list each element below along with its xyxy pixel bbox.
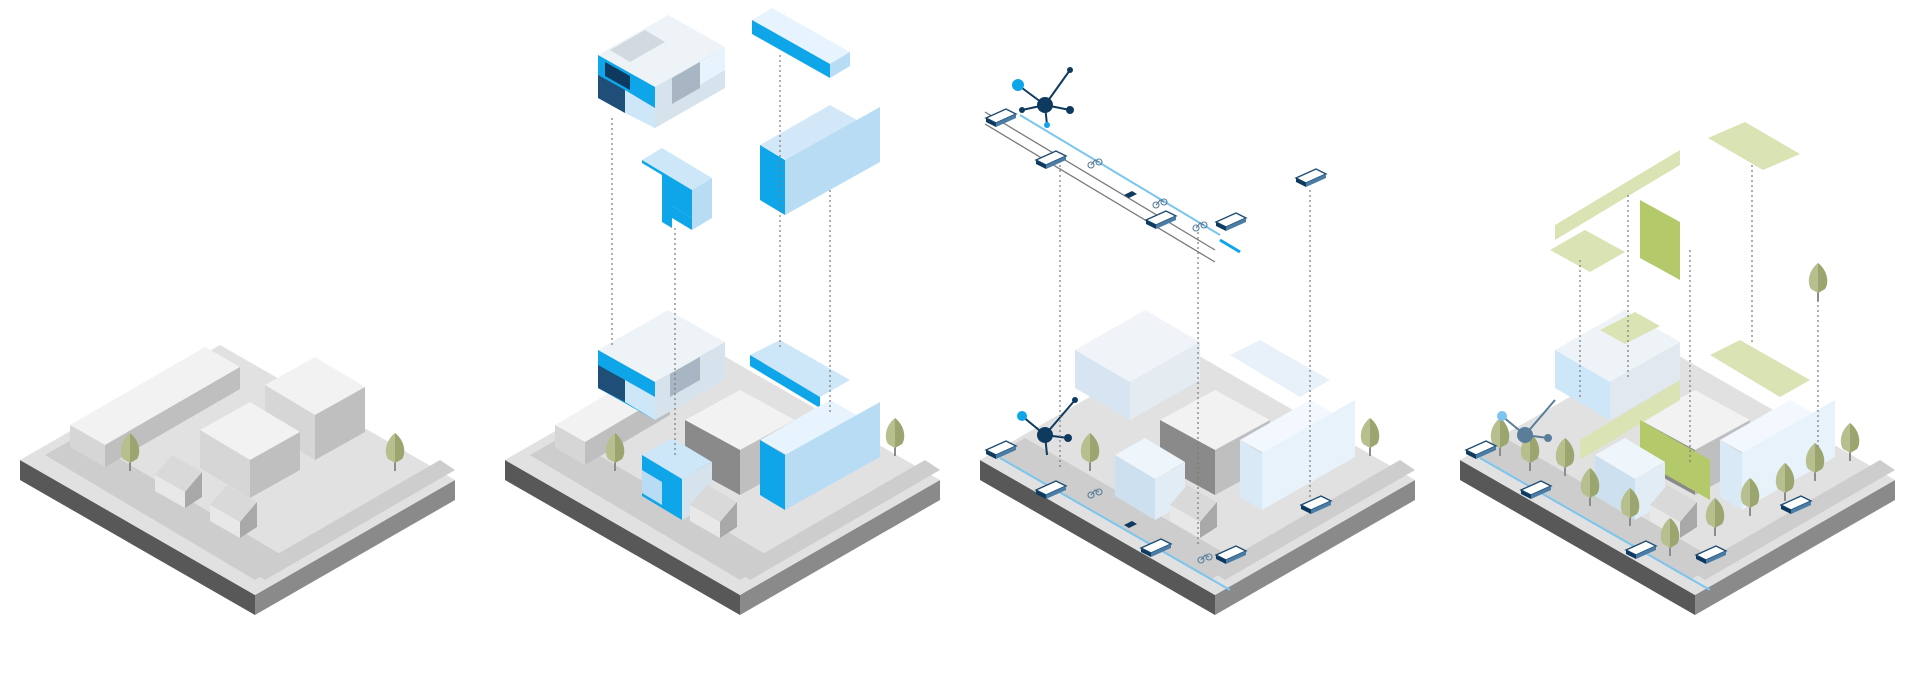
network-node-icon <box>1012 67 1074 128</box>
big-block-floating <box>760 105 880 215</box>
green-roof-planes <box>1550 122 1800 280</box>
tram-icon <box>985 108 1017 128</box>
house-1 <box>155 455 202 508</box>
building-tall-block <box>265 357 365 460</box>
mixed-use-block-placed <box>598 310 725 420</box>
blue-block-placed <box>750 340 880 510</box>
tram-icon <box>1145 210 1177 230</box>
stage-2-new-volumes <box>505 8 940 615</box>
network-node-icon <box>1017 397 1078 456</box>
tram-icon <box>1035 150 1067 170</box>
bus-icon <box>1215 212 1247 232</box>
stage-3-mobility-network <box>980 67 1415 615</box>
tree-icon <box>1359 417 1381 457</box>
mixed-use-block-floating <box>598 15 725 128</box>
house-2 <box>210 485 257 538</box>
network-node-icon <box>1497 399 1556 443</box>
tree-icon <box>884 417 906 457</box>
building-long-bar <box>70 347 240 467</box>
stage-1-existing <box>20 345 455 615</box>
tree-icon <box>1807 262 1829 302</box>
l-block-floating <box>642 148 712 230</box>
bicycle-icon <box>1152 198 1168 209</box>
floating-transit-lines <box>984 108 1327 263</box>
stage-4-green-spaces <box>1460 122 1895 615</box>
building-mid-block <box>200 402 300 498</box>
bus-icon <box>1295 168 1327 188</box>
thin-slab-floating <box>752 8 850 78</box>
